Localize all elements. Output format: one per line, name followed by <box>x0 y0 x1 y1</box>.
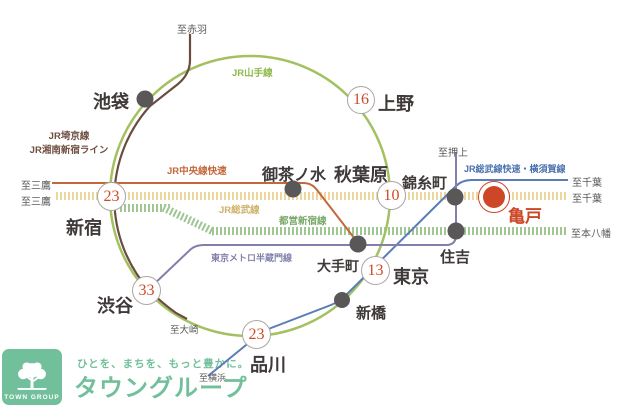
terminal-label-osaki: 至大崎 <box>170 325 199 336</box>
shibuya-minutes-badge: 33 <box>132 276 161 305</box>
kameido-marker-core <box>483 186 505 208</box>
tokyo-minutes: 13 <box>367 261 384 279</box>
toei-shinjuku-band-diagonal <box>161 204 217 236</box>
station-label-shibuya: 渋谷 <box>97 296 133 316</box>
station-label-tokyo: 東京 <box>393 267 429 287</box>
line-label-sobu-rapid-yokosuka: JR総武線快速・横須賀線 <box>464 164 566 174</box>
station-label-ochanomizu: 御茶ノ水 <box>262 167 327 184</box>
line-label-hanzomon: 東京メトロ半蔵門線 <box>211 253 293 263</box>
station-label-otemachi: 大手町 <box>317 260 359 275</box>
terminal-label-yokohama: 至横浜 <box>199 373 227 383</box>
line-label-chuo-rapid: JR中央線快速 <box>167 166 227 177</box>
otemachi-station-dot <box>349 235 367 253</box>
line-label-sobu-local: JR総武線 <box>219 205 260 216</box>
ikebukuro-station-dot <box>136 90 154 108</box>
logo-caption: TOWN GROUP <box>4 394 60 401</box>
kameido-highlight-marker <box>478 181 510 213</box>
shimbashi-station-dot <box>334 292 350 308</box>
town-group-logo: TOWN GROUP <box>2 349 62 405</box>
brand-name: タウングループ <box>74 375 248 402</box>
station-label-kameido: 亀戸 <box>508 207 542 226</box>
shinagawa-minutes: 23 <box>248 325 265 343</box>
line-label-shonan-shinjuku: JR湘南新宿ライン <box>29 145 109 156</box>
station-label-sumiyoshi: 住吉 <box>440 250 471 266</box>
station-label-kinshicho: 錦糸町 <box>402 176 448 192</box>
station-label-ueno: 上野 <box>378 94 414 114</box>
terminal-label-oshiage: 至押上 <box>438 148 468 159</box>
station-label-shinagawa: 品川 <box>250 355 286 375</box>
tokyo-minutes-badge: 13 <box>361 256 390 285</box>
line-label-saikyo: JR埼京線 <box>48 131 90 142</box>
akihabara-minutes: 10 <box>383 186 400 204</box>
akihabara-minutes-badge: 10 <box>377 181 406 210</box>
terminal-label-chiba-local: 至千葉 <box>572 194 602 205</box>
line-label-toei-shinjuku: 都営新宿線 <box>279 216 327 227</box>
ueno-minutes: 16 <box>353 91 369 108</box>
terminal-label-mitaka-sobu: 至三鷹 <box>21 197 51 208</box>
tree-icon <box>17 362 47 390</box>
station-label-shimbashi: 新橋 <box>356 306 387 322</box>
toei-shinjuku-band-lower <box>212 227 568 235</box>
brand-tagline: ひとを、まちを、もっと豊かに。 <box>77 358 250 370</box>
terminal-label-chiba-rapid: 至千葉 <box>572 178 602 189</box>
station-label-akihabara: 秋葉原 <box>334 165 388 185</box>
terminal-label-akabane: 至赤羽 <box>177 25 207 36</box>
shinjuku-minutes-badge: 23 <box>97 182 126 211</box>
shibuya-minutes: 33 <box>138 281 155 299</box>
station-label-ikebukuro: 池袋 <box>93 92 129 112</box>
station-label-shinjuku: 新宿 <box>66 218 102 238</box>
shinagawa-minutes-badge: 23 <box>242 320 271 349</box>
terminal-label-mitaka-chuo: 至三鷹 <box>21 181 51 192</box>
line-label-yamanote: JR山手線 <box>232 68 273 79</box>
ueno-minutes-badge: 16 <box>347 86 375 114</box>
terminal-label-moto-yawata: 至本八幡 <box>571 229 611 240</box>
shinjuku-minutes: 23 <box>103 187 120 205</box>
